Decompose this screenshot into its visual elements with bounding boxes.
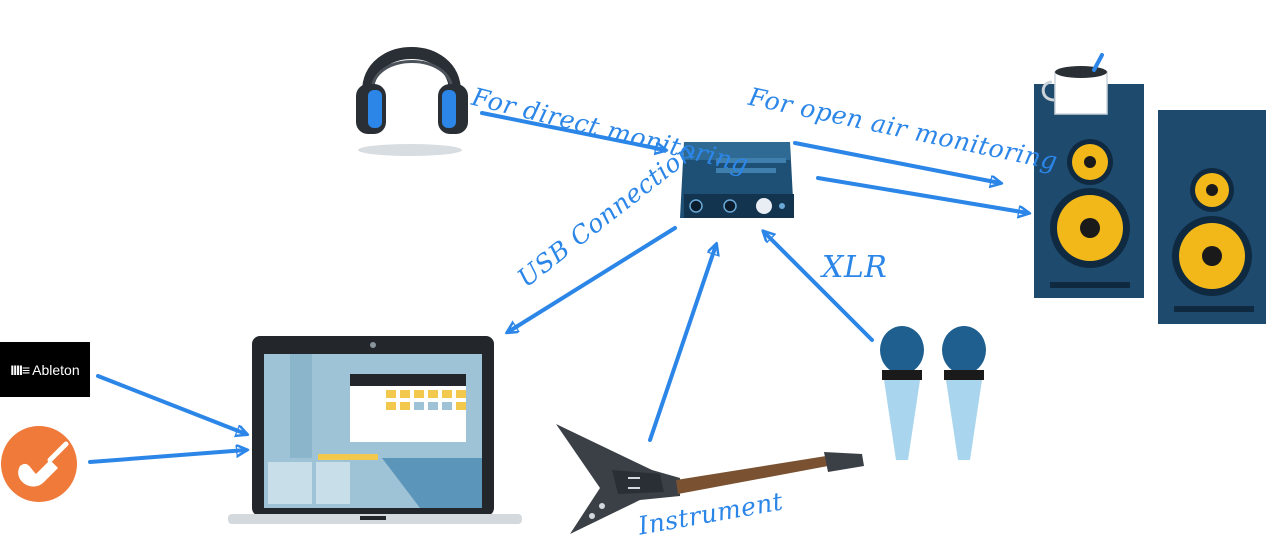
speaker-left-icon bbox=[1034, 84, 1144, 298]
ableton-to-laptop-arrow bbox=[96, 374, 246, 434]
ableton-logo-text: Ableton bbox=[32, 361, 80, 378]
interface-to-speaker-arrow-2 bbox=[816, 176, 1028, 213]
speaker-right-icon bbox=[1158, 110, 1266, 324]
interface-to-laptop-arrow bbox=[508, 226, 677, 332]
guitar-icon bbox=[556, 424, 864, 534]
headphones-to-interface-arrow bbox=[480, 111, 665, 150]
audio-interface-icon bbox=[680, 142, 794, 218]
coffee-cup-icon bbox=[1041, 53, 1108, 115]
ableton-logo-bars: IIII≡ bbox=[10, 361, 30, 378]
microphone-left-icon bbox=[880, 326, 924, 460]
laptop-icon bbox=[228, 336, 522, 524]
connection-arrows bbox=[88, 111, 1028, 464]
garageband-to-laptop-arrow bbox=[88, 450, 246, 464]
garageband-icon bbox=[1, 426, 77, 502]
microphone-to-interface-arrow bbox=[764, 232, 874, 342]
guitar-to-interface-arrow bbox=[648, 245, 716, 442]
xlr-label: XLR bbox=[822, 250, 888, 285]
interface-to-speaker-arrow-1 bbox=[793, 141, 1000, 183]
headphones-icon bbox=[356, 47, 468, 156]
ableton-logo: IIII≡ Ableton bbox=[0, 342, 90, 397]
microphone-right-icon bbox=[942, 326, 986, 460]
